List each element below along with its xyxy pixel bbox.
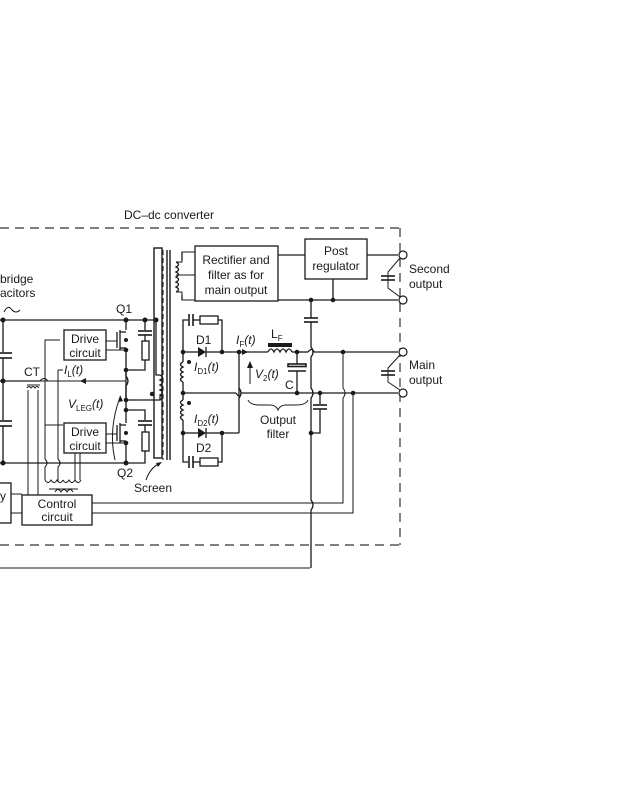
q1-label: Q1	[116, 302, 132, 316]
arrow-icon	[156, 462, 162, 467]
rectifier-label-1: Rectifier and	[202, 253, 269, 267]
snubber-resistor-icon	[199, 457, 219, 467]
vleg-label: VLEG(t)	[68, 397, 103, 413]
supply-block-label: y	[0, 489, 6, 503]
snubber-resistor-icon	[141, 431, 150, 452]
ct-label: CT	[24, 365, 41, 379]
converter-enclosure	[0, 227, 401, 546]
snubber-resistor-icon	[141, 340, 150, 361]
brace-icon	[3, 306, 21, 313]
rectifier-label-3: main output	[205, 283, 268, 297]
polarity-dot	[187, 360, 191, 364]
snubber-resistor-icon	[199, 315, 219, 325]
rectifier-filter-block	[194, 245, 279, 302]
drive-circuit-top-label-2: circuit	[69, 346, 101, 360]
control-circuit-label-1: Control	[38, 497, 77, 511]
main-output-decoupling	[387, 354, 401, 391]
drive-circuit-bottom	[63, 422, 107, 454]
main-output-label-2: output	[409, 373, 443, 387]
halfbridge-label-2: acitors	[0, 286, 35, 300]
coupling-coil-icon	[54, 489, 74, 493]
drive-circuit-top-label-1: Drive	[71, 332, 99, 346]
diode-d1-icon	[198, 347, 206, 357]
main-output-terminal-negative[interactable]	[398, 388, 408, 398]
id2-label: ID2(t)	[194, 412, 219, 428]
coupling-coil-icon	[44, 479, 64, 483]
post-regulator-label-1: Post	[324, 244, 349, 258]
capacitor-c-icon	[287, 363, 307, 368]
drive-circuit-bottom-label-2: circuit	[69, 439, 101, 453]
second-output-terminal-positive[interactable]	[398, 250, 408, 260]
transformer-core-frame	[153, 247, 163, 459]
c-label: C	[285, 378, 294, 392]
lf-label: LF	[271, 327, 283, 343]
drive-circuit-top	[63, 329, 107, 361]
post-regulator-block	[304, 238, 368, 280]
main-output-terminal-positive[interactable]	[398, 347, 408, 357]
main-output-label-1: Main	[409, 358, 435, 372]
drive-circuit-bottom-label-1: Drive	[71, 425, 99, 439]
output-filter-label-1: Output	[260, 413, 297, 427]
q2-label: Q2	[117, 466, 133, 480]
screen-label: Screen	[134, 481, 172, 495]
d1-label: D1	[196, 333, 212, 347]
ct-coil-icon	[26, 386, 40, 389]
d2-label: D2	[196, 441, 212, 455]
second-output-decoupling	[387, 257, 401, 298]
post-regulator-label-2: regulator	[312, 259, 359, 273]
if-label: IF(t)	[236, 333, 256, 349]
mosfet-q1-icon	[106, 320, 129, 400]
control-circuit-block	[21, 494, 93, 526]
il-label: IL(t)	[64, 363, 83, 379]
coupling-coil-icon	[62, 479, 82, 483]
polarity-dot	[149, 391, 155, 397]
second-output-label-1: Second	[409, 262, 450, 276]
arrow-up-icon	[247, 361, 253, 368]
arrow-up-icon	[119, 395, 123, 402]
control-circuit-label-2: circuit	[41, 510, 73, 524]
vleg-arrow	[111, 396, 121, 461]
secondary-winding-icon	[174, 261, 180, 293]
second-output-terminal-negative[interactable]	[398, 295, 408, 305]
second-output-label-2: output	[409, 277, 443, 291]
polarity-dot	[187, 401, 191, 405]
id1-label: ID1(t)	[194, 360, 219, 376]
secondary-winding-d2-icon	[179, 399, 185, 421]
supply-block-partial	[0, 482, 12, 524]
v2-label: V2(t)	[255, 367, 279, 383]
secondary-winding-d1-icon	[179, 361, 185, 383]
output-filter-brace	[247, 399, 309, 412]
rectifier-label-2: filter as for	[208, 268, 264, 282]
inductor-core-icon	[268, 343, 292, 347]
inductor-lf-icon	[267, 348, 293, 354]
output-filter-label-2: filter	[267, 427, 290, 441]
halfbridge-label-1: bridge	[0, 272, 34, 286]
converter-title: DC–dc converter	[124, 208, 214, 222]
diode-d2-icon	[198, 428, 206, 438]
mosfet-q2-icon	[106, 400, 129, 463]
arrow-right-icon	[242, 349, 248, 355]
arrow-left-icon	[80, 378, 86, 384]
